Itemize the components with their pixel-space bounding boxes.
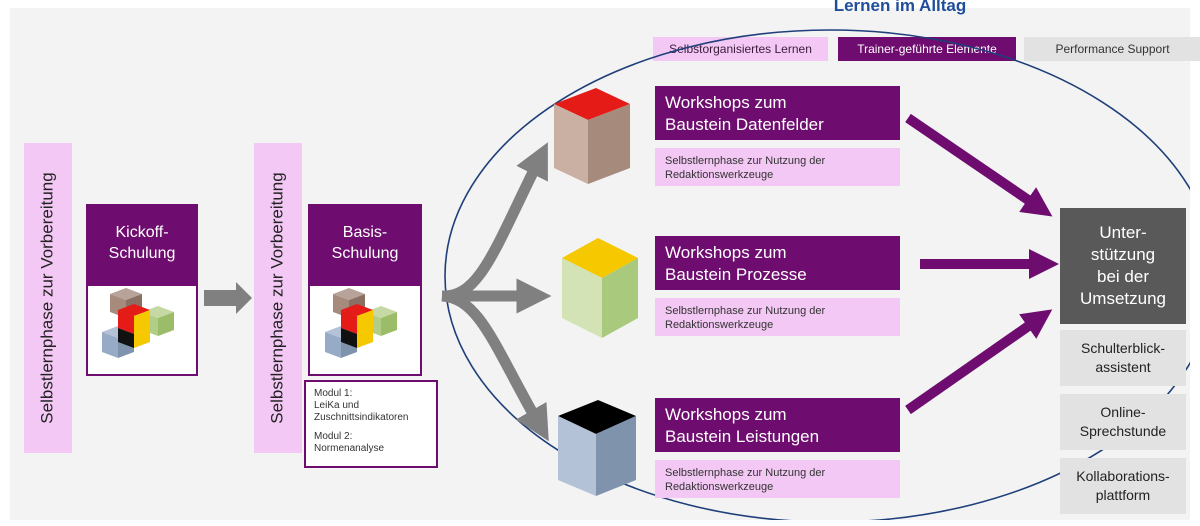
basis-training: Basis- Schulung (308, 204, 422, 284)
selfstudy-line1: Selbstlernphase zur Nutzung der (665, 305, 826, 317)
support-item1-line2: assistent (1095, 359, 1151, 375)
cube-leistungen-icon (558, 400, 636, 496)
support-item2-line2: Sprechstunde (1079, 423, 1167, 439)
support-item1-line1: Schulterblick- (1080, 340, 1166, 356)
cube-cluster-icon (102, 288, 174, 358)
cube-left-face (554, 104, 588, 184)
legend-performance-support: Performance Support (1024, 37, 1200, 61)
cube-top-face (562, 238, 638, 278)
cube-cluster-icon (325, 288, 397, 358)
workshop-prozesse-line1: Workshops zum (665, 243, 787, 262)
workshop-leistungen-selfstudy: Selbstlernphase zur Nutzung der Redaktio… (655, 460, 900, 498)
selfstudy-line2: Redaktionswerkzeuge (665, 319, 774, 331)
basis-title-line1: Basis- (342, 224, 388, 241)
workshop-prozesse-title: Workshops zum Baustein Prozesse (655, 236, 900, 290)
support-collaboration-platform: Kollaborations- plattform (1060, 458, 1186, 514)
modul2-line2: Normenanalyse (314, 443, 385, 454)
workshop-datenfelder-line2: Baustein Datenfelder (665, 115, 824, 134)
diagram-canvas: Lernen im Alltag Selbstorganisiertes Ler… (10, 0, 1200, 520)
arrow-to-leistungen (441, 290, 549, 442)
section-title-cut: Lernen im Alltag (833, 0, 967, 15)
self-learning-phase-1: Selbstlernphase zur Vorbereitung (24, 143, 72, 453)
focus-ellipse (444, 29, 1190, 520)
support-line1: Unter- (1099, 223, 1147, 242)
kickoff-title-line2: Schulung (108, 245, 176, 262)
kickoff-title-line1: Kickoff- (115, 224, 169, 241)
basis-modules-box: Modul 1: LeiKa und Zuschnittsindikatoren… (304, 380, 438, 468)
support-implementation: Unter- stützung bei der Umsetzung (1060, 208, 1186, 324)
cube-left-face (558, 416, 596, 496)
arrow-datenfelder-to-support (905, 113, 1053, 217)
cube-datenfelder-icon (554, 88, 630, 184)
cube-right-face (602, 258, 638, 338)
flow-arrows (204, 282, 252, 314)
cube-top-face (554, 88, 630, 120)
selfstudy-line2: Redaktionswerkzeuge (665, 169, 774, 181)
arrow-to-datenfelder (441, 142, 548, 302)
workshop-leistungen-line2: Baustein Leistungen (665, 427, 820, 446)
support-online-consultation: Online- Sprechstunde (1060, 394, 1186, 450)
cube-right-face (588, 104, 630, 184)
basis-cube-frame (308, 284, 422, 376)
selfstudy-line2: Redaktionswerkzeuge (665, 481, 774, 493)
workshop-connectors (441, 29, 1190, 520)
support-item3-line1: Kollaborations- (1076, 468, 1170, 484)
arrow-kickoff-to-phase2 (204, 282, 252, 314)
selfstudy-line1: Selbstlernphase zur Nutzung der (665, 155, 826, 167)
kickoff-cube-frame (86, 284, 198, 376)
cube-left-face (562, 258, 602, 338)
support-line2: stützung (1090, 245, 1156, 264)
workshop-prozesse-selfstudy: Selbstlernphase zur Nutzung der Redaktio… (655, 298, 900, 336)
cube-right-face (596, 416, 636, 496)
workshop-datenfelder-line1: Workshops zum (665, 93, 787, 112)
workshop-prozesse-line2: Baustein Prozesse (665, 265, 807, 284)
cube-top-face (558, 400, 636, 434)
support-item2-line1: Online- (1100, 404, 1146, 420)
selfstudy-line1: Selbstlernphase zur Nutzung der (665, 467, 826, 479)
modul1-line1: Modul 1: (314, 388, 353, 399)
kickoff-training: Kickoff- Schulung (86, 204, 198, 284)
modul2-line1: Modul 2: (314, 431, 353, 442)
modul1-line2: LeiKa und (314, 400, 360, 411)
workshop-datenfelder-selfstudy: Selbstlernphase zur Nutzung der Redaktio… (655, 148, 900, 186)
cube-prozesse-icon (562, 238, 638, 338)
support-line4: Umsetzung (1080, 289, 1166, 308)
support-item3-line2: plattform (1095, 487, 1151, 503)
self-learning-phase-2: Selbstlernphase zur Vorbereitung (254, 143, 302, 453)
workshop-leistungen-title: Workshops zum Baustein Leistungen (655, 398, 900, 452)
workshop-datenfelder-title: Workshops zum Baustein Datenfelder (655, 86, 900, 140)
support-line3: bei der (1097, 267, 1149, 286)
workshop-leistungen-line1: Workshops zum (665, 405, 787, 424)
basis-title-line2: Schulung (331, 245, 399, 262)
support-shoulder-assistant: Schulterblick- assistent (1060, 330, 1186, 386)
modul1-line3: Zuschnittsindikatoren (314, 412, 409, 423)
arrow-leistungen-to-support (905, 309, 1053, 415)
